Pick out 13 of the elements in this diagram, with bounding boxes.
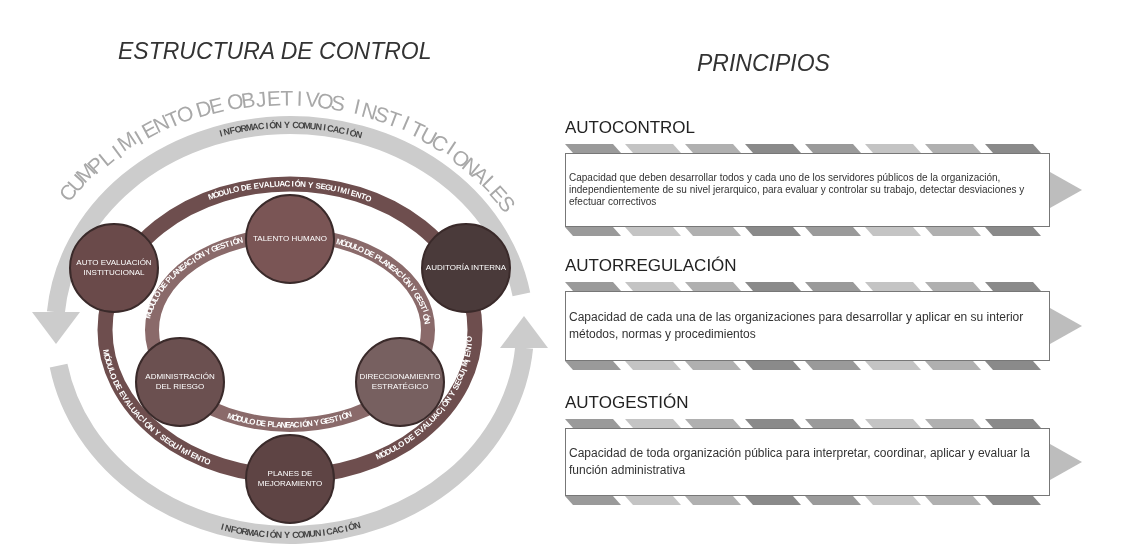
circle-label: AUDITORÍA INTERNA xyxy=(424,263,508,273)
section-heading: AUTORREGULACIÓN xyxy=(565,256,738,276)
circle-label: ADMINISTRACIÓN DEL RIESGO xyxy=(145,372,216,391)
section-heading: AUTOGESTIÓN xyxy=(565,393,690,413)
circle-label: PLANES DE MEJORAMIENTO xyxy=(256,469,324,489)
circle-label: AUTO EVALUACIÓN INSTITUCIONAL xyxy=(75,258,153,278)
description-text: Capacidad de toda organización pública para interpretar, coordinar, aplicar y evaluar la función administrativa xyxy=(569,445,1031,479)
circle-label: TALENTO HUMANO xyxy=(252,234,328,244)
description-text: Capacidad de cada una de las organizaciones para desarrollar y aplicar en su interior métodos, normas y procedimientos xyxy=(569,309,1025,343)
section-title: ESTRUCTURA DE CONTROL xyxy=(118,37,432,66)
description-text: Capacidad que deben desarrollar todos y cada uno de los servidores públicos de la organización, independientemente de su nivel jerarquico, para evaluar y controlar su trabajo, detectar desviaciones y efectuar correctivos xyxy=(569,172,1026,208)
section-heading: AUTOCONTROL xyxy=(565,118,697,138)
section-title: PRINCIPIOS xyxy=(697,49,830,78)
